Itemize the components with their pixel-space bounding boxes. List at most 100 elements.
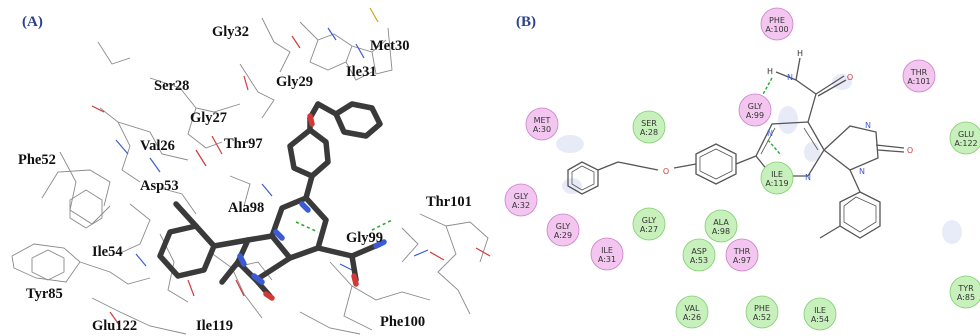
residue-node-name: SER	[641, 119, 657, 128]
atom-labels-2d: O N N N N O O N H H	[663, 49, 913, 182]
residue-node-name: TYR	[957, 284, 974, 293]
residue-node-id: A:31	[598, 255, 616, 264]
atom-n-3: N	[865, 121, 871, 130]
panel-a-svg: Gly32Met30Ile31Ser28Gly29Gly27Thr97Phe52…	[11, 7, 491, 335]
panel-b-svg: O N N N N O O N H H PHEA:100THRA:101GLYA…	[504, 7, 980, 331]
residue-node-id: A:54	[811, 315, 829, 324]
residue-label-3d: Glu122	[92, 318, 137, 334]
residue-node-name: GLY	[514, 192, 529, 201]
residue-node-circle	[738, 93, 772, 127]
residue-node-circle	[949, 121, 980, 155]
residue-node-name: THR	[910, 68, 928, 77]
atom-n-4: N	[859, 167, 865, 176]
residue-node-id: A:28	[640, 128, 658, 137]
hbond-lines-3d	[295, 219, 393, 233]
residue-node-circle	[949, 275, 980, 309]
residue-node-name: ILE	[601, 246, 613, 255]
residue-node-circle	[504, 183, 538, 217]
atom-o-ether: O	[663, 167, 669, 176]
residue-node-id: A:98	[712, 227, 730, 236]
residue-node-name: THR	[733, 247, 751, 256]
residue-label-3d: Ser28	[154, 78, 189, 94]
residue-node-name: PHE	[754, 304, 770, 313]
residue-node-circle	[590, 237, 624, 271]
atom-o-amide: O	[847, 73, 853, 82]
residue-label-3d: Met30	[370, 38, 409, 54]
residue-node-id: A:85	[957, 293, 975, 302]
atom-o-carbonyl: O	[907, 146, 913, 155]
panel-a-label: (A)	[22, 14, 43, 30]
residue-node-circle	[760, 7, 794, 41]
ligand-halo	[556, 74, 962, 244]
residue-node-id: A:101	[907, 77, 930, 86]
residue-label-3d: Val26	[140, 138, 175, 154]
residue-node-circle	[546, 213, 580, 247]
residue-node-circle	[803, 297, 837, 331]
residue-node-id: A:27	[640, 225, 658, 234]
residue-label-3d: Thr101	[426, 194, 472, 210]
residue-node-id: A:26	[683, 313, 701, 322]
ligand-2d	[567, 57, 905, 239]
residue-node-name: GLU	[958, 130, 974, 139]
residue-node-circle	[760, 161, 794, 195]
residue-node-name: GLY	[642, 216, 657, 225]
residue-node-circle	[725, 238, 759, 272]
atom-h-2: H	[767, 67, 773, 76]
residue-node-name: MET	[534, 116, 551, 125]
residue-label-3d: Gly29	[276, 74, 313, 90]
residue-node-circle	[525, 107, 559, 141]
panel-b-label: (B)	[516, 14, 536, 30]
residue-label-3d: Gly32	[212, 24, 249, 40]
residue-label-3d: Ile31	[346, 64, 377, 80]
residue-label-3d: Ile119	[196, 318, 233, 334]
residue-node-id: A:30	[533, 125, 551, 134]
residue-node-name: GLY	[556, 222, 571, 231]
residue-label-3d: Gly99	[346, 230, 383, 246]
residue-node-id: A:52	[753, 313, 771, 322]
protein-wireframe	[11, 17, 489, 335]
atom-h-1: H	[797, 49, 803, 58]
protein-heteroatom-bonds	[91, 7, 491, 327]
residue-node-circle	[682, 238, 716, 272]
residue-node-id: A:32	[512, 201, 530, 210]
residue-node-circle	[632, 207, 666, 241]
residue-node-id: A:99	[746, 111, 764, 120]
residue-node-name: ILE	[771, 170, 783, 179]
ligand-3d	[157, 101, 383, 299]
ligand-heteroatoms	[237, 113, 387, 301]
residue-label-3d: Thr97	[224, 136, 263, 152]
residue-label-3d: Phe100	[380, 314, 425, 330]
atom-n-1: N	[767, 129, 773, 138]
residue-node-circle	[704, 209, 738, 243]
residue-label-3d: Asp53	[140, 178, 179, 194]
residue-node-name: PHE	[769, 16, 785, 25]
residue-label-3d: Phe52	[18, 152, 56, 168]
residue-node-id: A:119	[765, 179, 788, 188]
residue-label-3d: Ile54	[92, 244, 123, 260]
residue-node-circle	[632, 110, 666, 144]
atom-n-amide: N	[787, 73, 793, 82]
residue-node-id: A:100	[765, 25, 788, 34]
residue-node-id: A:122	[954, 139, 977, 148]
residue-node-name: VAL	[685, 304, 700, 313]
residue-node-name: ILE	[814, 306, 826, 315]
residue-node-name: ALA	[713, 218, 729, 227]
